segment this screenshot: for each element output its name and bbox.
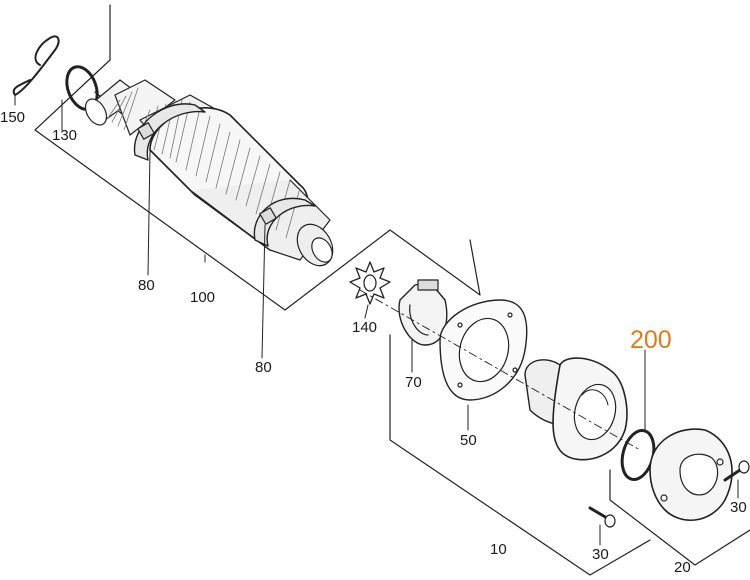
shaft-body xyxy=(84,79,331,261)
screw-b xyxy=(723,460,750,482)
part-label-80-upper: 80 xyxy=(138,277,155,294)
leader-lines xyxy=(14,94,739,546)
clip-ring xyxy=(398,279,448,346)
screw-a xyxy=(588,506,616,528)
part-label-140: 140 xyxy=(352,319,378,336)
part-label-30-right: 30 xyxy=(730,499,747,516)
group-bracket-100 xyxy=(34,4,481,311)
star-washer-hole xyxy=(363,274,377,292)
part-label-70: 70 xyxy=(405,374,422,391)
part-label-100: 100 xyxy=(190,289,216,306)
part-label-20: 20 xyxy=(674,559,691,576)
shaft-end xyxy=(296,223,334,267)
part-label-200: 200 xyxy=(630,326,672,354)
cover-cap xyxy=(649,428,733,522)
group-bracket-10 xyxy=(389,334,651,576)
clamp-band-upper xyxy=(133,103,206,161)
part-label-130: 130 xyxy=(52,127,78,144)
part-label-10: 10 xyxy=(490,541,507,558)
gasket-plate xyxy=(439,299,528,401)
clamp-band-lower xyxy=(253,197,316,247)
axis-line xyxy=(359,289,641,451)
part-label-30-lower: 30 xyxy=(592,546,609,563)
part-label-150: 150 xyxy=(0,109,26,126)
part-label-80-lower: 80 xyxy=(255,359,272,376)
hook-clip xyxy=(12,35,60,96)
part-label-50: 50 xyxy=(460,432,477,449)
group-bracket-20 xyxy=(609,469,750,566)
housing xyxy=(524,357,628,461)
